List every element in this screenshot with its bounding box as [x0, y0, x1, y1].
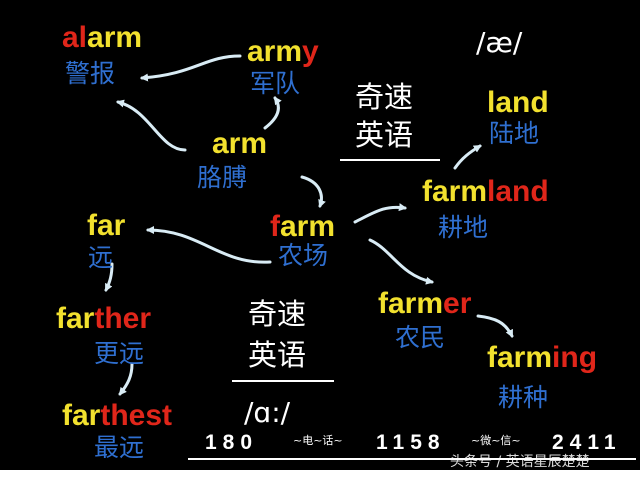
- meaning-farming: 耕种: [498, 383, 549, 412]
- word-farther: farther: [56, 302, 152, 335]
- arrow-farm-to-farmer: [368, 238, 434, 285]
- footer-number-3: 2411: [552, 431, 622, 454]
- word-farthest: farthest: [62, 399, 173, 432]
- word-farming: farming: [487, 341, 598, 374]
- arrow-farmland-to-land: [453, 144, 482, 170]
- brand-line1-bottom: 奇速: [248, 297, 307, 331]
- footer-number-1: 180: [205, 431, 259, 454]
- arrow-arm-to-army: [263, 96, 282, 130]
- arrow-far-to-farther: [104, 262, 114, 292]
- arrow-farmer-to-farming: [476, 314, 514, 338]
- word-arm: arm: [212, 127, 268, 160]
- arrow-farm-to-farmland: [353, 203, 407, 224]
- meaning-farther: 更远: [94, 339, 145, 368]
- word-farmland: farmland: [422, 175, 549, 208]
- word-farmer: farmer: [378, 287, 472, 320]
- meaning-army: 军队: [250, 69, 301, 98]
- meaning-land: 陆地: [489, 119, 540, 148]
- phonetic-ae: /æ/: [476, 26, 523, 59]
- word-farm: farm: [270, 210, 336, 243]
- arrow-army-to-alarm: [140, 54, 242, 82]
- footer-underline: [188, 458, 636, 460]
- brand-underline-bottom: [232, 380, 334, 382]
- meaning-alarm: 警报: [65, 59, 116, 88]
- brand-line2-top: 英语: [355, 118, 414, 152]
- watermark: 头条号 / 英语星辰楚楚: [450, 454, 590, 470]
- footer-label-wechat: ~微~信~: [471, 434, 521, 447]
- meaning-arm: 胳膊: [197, 163, 248, 192]
- arrow-farther-to-farthest: [118, 362, 134, 396]
- meaning-far: 远: [88, 243, 114, 272]
- arrow-arm-to-alarm: [116, 99, 187, 152]
- word-alarm: alarm: [62, 21, 143, 54]
- word-land: land: [487, 86, 549, 119]
- arrow-arm-to-farm: [300, 175, 326, 208]
- brand-line1-top: 奇速: [355, 80, 414, 114]
- meaning-farmer: 农民: [395, 323, 446, 352]
- brand-line2-bottom: 英语: [248, 338, 307, 372]
- meaning-farthest: 最远: [94, 433, 145, 462]
- word-army: army: [247, 35, 319, 68]
- phonetic-a-long: /ɑ:/: [244, 396, 291, 429]
- bottom-margin: [0, 470, 640, 480]
- word-far: far: [87, 209, 126, 242]
- brand-underline-top: [340, 159, 440, 161]
- meaning-farmland: 耕地: [438, 213, 489, 242]
- arrow-farm-to-far: [146, 226, 272, 264]
- meaning-farm: 农场: [278, 241, 329, 270]
- footer-label-phone: ~电~话~: [293, 434, 343, 447]
- footer-number-2: 1158: [376, 431, 446, 454]
